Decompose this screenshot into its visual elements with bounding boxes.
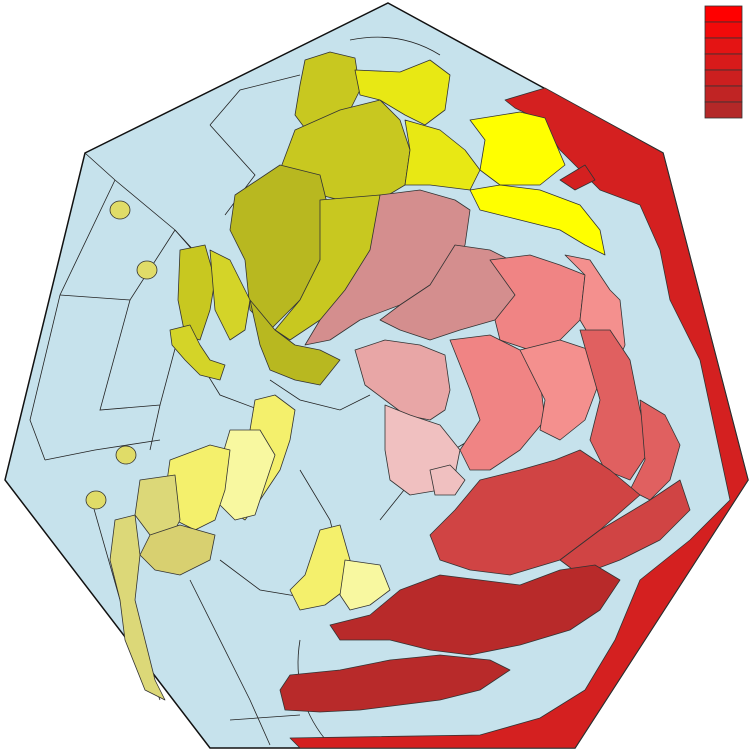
legend-swatch <box>704 53 743 71</box>
legend-swatch <box>704 69 743 87</box>
salmon-4 <box>519 339 601 441</box>
island-5 <box>169 324 226 381</box>
khaki-coast <box>109 514 166 701</box>
yellow-north-4 <box>469 184 606 256</box>
island-1 <box>109 200 131 220</box>
legend-swatch <box>704 37 743 55</box>
pale-yellow-east-1 <box>289 524 351 611</box>
olive-west-coast <box>177 244 216 341</box>
khaki-2 <box>139 524 216 576</box>
red-dark-1 <box>329 564 621 656</box>
pale-yellow-east-2 <box>339 559 391 611</box>
red-mid-2 <box>629 399 681 501</box>
yellow-north-3 <box>469 111 566 186</box>
island-4 <box>85 490 107 510</box>
pink-light-1 <box>354 339 451 421</box>
red-2 <box>559 479 691 576</box>
salmon-3 <box>449 334 546 471</box>
legend-swatch <box>704 85 743 103</box>
pink-island <box>429 464 466 496</box>
olive-region-4 <box>249 299 341 386</box>
legend-swatch <box>704 21 743 39</box>
legend <box>704 5 743 119</box>
red-mid-1 <box>579 329 651 481</box>
legend-swatch <box>704 5 743 23</box>
legend-swatch <box>704 101 743 119</box>
island-3 <box>115 445 137 465</box>
island-2 <box>136 260 158 280</box>
olive-inlet <box>209 249 251 341</box>
outer-red-tip <box>559 164 596 191</box>
yellow-north-1 <box>354 59 451 126</box>
red-dark-2 <box>279 654 511 713</box>
